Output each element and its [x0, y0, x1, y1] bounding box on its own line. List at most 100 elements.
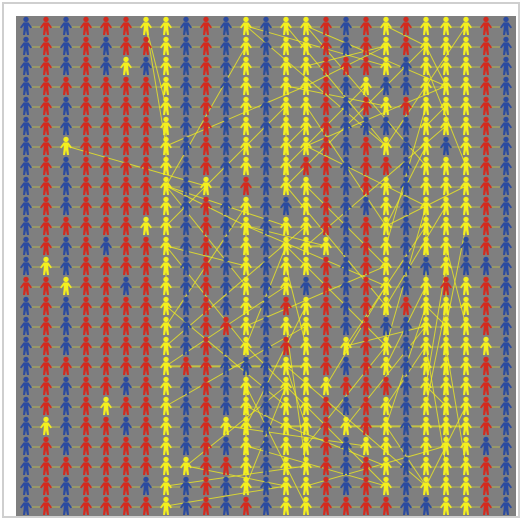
person-icon [120, 236, 132, 255]
tie-line [285, 265, 307, 347]
person-icon [20, 56, 32, 75]
person-icon [40, 376, 52, 395]
person-icon [40, 56, 52, 75]
person-icon [420, 236, 432, 255]
person-icon [420, 116, 432, 135]
person-icon [40, 496, 52, 515]
population-grid [16, 16, 516, 516]
person-icon [280, 496, 292, 515]
person-icon [300, 116, 312, 135]
person-icon [480, 316, 492, 335]
tie-line [305, 345, 387, 447]
person-icon [420, 356, 432, 375]
person-icon [120, 16, 132, 35]
person-icon [480, 256, 492, 275]
person-icon [440, 256, 452, 275]
person-icon [240, 156, 252, 175]
person-icon [260, 116, 272, 135]
person-icon [340, 456, 352, 475]
tie-line [245, 445, 387, 487]
person-icon [60, 196, 72, 215]
person-icon [500, 476, 512, 495]
person-icon [240, 476, 252, 495]
person-icon [440, 316, 452, 335]
person-icon [160, 156, 172, 175]
person-icon [460, 256, 472, 275]
person-icon [120, 156, 132, 175]
person-icon [80, 436, 92, 455]
person-icon [480, 156, 492, 175]
person-icon [120, 276, 132, 295]
person-icon [160, 476, 172, 495]
person-icon [320, 96, 332, 115]
person-icon [380, 156, 392, 175]
person-icon [400, 36, 412, 55]
person-icon [180, 216, 192, 235]
person-icon [200, 356, 212, 375]
person-icon [120, 96, 132, 115]
person-icon [380, 176, 392, 195]
person-icon [500, 56, 512, 75]
person-icon [80, 236, 92, 255]
person-icon [220, 356, 232, 375]
person-icon [340, 416, 352, 435]
person-icon [380, 36, 392, 55]
person-icon [340, 296, 352, 315]
person-icon [200, 276, 212, 295]
person-icon [380, 316, 392, 335]
person-icon [260, 416, 272, 435]
person-icon [480, 276, 492, 295]
person-icon [500, 376, 512, 395]
person-icon [460, 76, 472, 95]
person-icon [220, 436, 232, 455]
person-icon [440, 356, 452, 375]
person-icon [440, 76, 452, 95]
person-icon [460, 216, 472, 235]
person-icon [300, 236, 312, 255]
person-icon [300, 256, 312, 275]
person-icon [180, 56, 192, 75]
person-icon [160, 116, 172, 135]
person-icon [400, 396, 412, 415]
tie-line [165, 85, 307, 147]
person-icon [180, 436, 192, 455]
person-icon [40, 416, 52, 435]
person-icon [80, 396, 92, 415]
person-icon [80, 56, 92, 75]
person-icon [460, 16, 472, 35]
person-icon [220, 456, 232, 475]
person-icon [40, 116, 52, 135]
person-icon [200, 76, 212, 95]
person-icon [300, 376, 312, 395]
person-icon [180, 76, 192, 95]
person-icon [40, 256, 52, 275]
person-icon [480, 416, 492, 435]
person-icon [100, 376, 112, 395]
person-icon [460, 296, 472, 315]
person-icon [460, 396, 472, 415]
person-icon [200, 316, 212, 335]
person-icon [140, 56, 152, 75]
person-icon [280, 436, 292, 455]
person-icon [140, 76, 152, 95]
person-icon [500, 176, 512, 195]
person-icon [180, 376, 192, 395]
person-icon [140, 436, 152, 455]
person-icon [20, 16, 32, 35]
person-icon [180, 296, 192, 315]
person-icon [360, 16, 372, 35]
person-icon [240, 136, 252, 155]
tie-line [165, 245, 247, 347]
person-icon [380, 136, 392, 155]
person-icon [360, 36, 372, 55]
person-icon [460, 336, 472, 355]
person-icon [140, 496, 152, 515]
person-icon [380, 296, 392, 315]
tie-line [245, 385, 287, 487]
person-icon [340, 56, 352, 75]
person-icon [260, 276, 272, 295]
person-icon [60, 356, 72, 375]
person-icon [300, 56, 312, 75]
population-svg [20, 16, 512, 515]
person-icon [280, 36, 292, 55]
